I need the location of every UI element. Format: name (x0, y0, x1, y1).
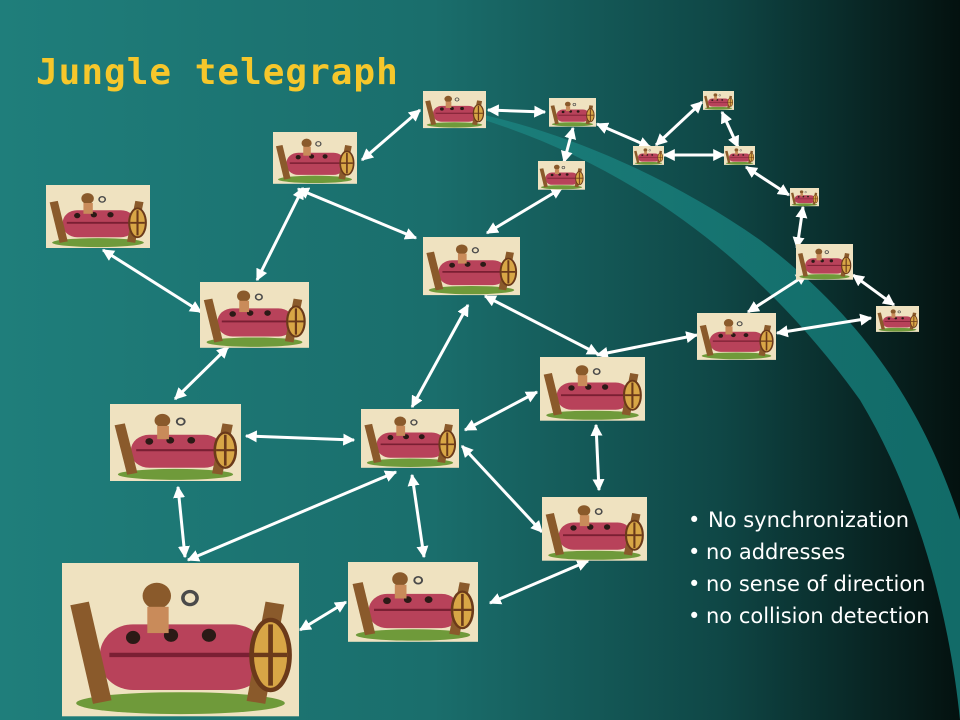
bullet-dot-icon: • (688, 540, 701, 564)
drum-player-icon (875, 305, 920, 333)
drum-player-icon (346, 560, 480, 644)
bullet-text: No synchronization (708, 508, 910, 532)
drum-player-icon (360, 408, 460, 469)
drum-player-icon (108, 402, 243, 483)
drum-player-icon (537, 160, 586, 191)
bullet-item: • No synchronization (686, 504, 956, 536)
drum-player-icon (795, 243, 854, 281)
drum-player-icon (696, 312, 777, 361)
slide-title: Jungle telegraph (36, 52, 399, 93)
bullet-text: no sense of direction (706, 572, 926, 596)
bullet-list: •No synchronization •no addresses •no se… (686, 504, 956, 632)
drum-player-icon (723, 145, 756, 166)
background-swoosh (430, 105, 960, 720)
bullet-dot-icon: • (688, 604, 701, 628)
bullet-dot-icon: • (688, 572, 701, 596)
drum-player-icon (62, 563, 299, 716)
connection-arrows (101, 100, 895, 632)
bullet-dot-icon: • (688, 508, 701, 532)
drum-player-icon (422, 90, 487, 129)
drum-player-icon (198, 280, 311, 349)
drum-player-icon (540, 495, 649, 562)
drum-player-icon (538, 355, 647, 422)
drum-player-icon (422, 236, 521, 297)
bullet-text: no collision detection (706, 604, 930, 628)
drum-player-icon (272, 131, 358, 185)
drum-player-icon (548, 97, 597, 128)
bullet-text: no addresses (706, 540, 846, 564)
bullet-item: •no addresses (686, 536, 956, 568)
bullet-item: •no sense of direction (686, 568, 956, 600)
drum-player-icon (632, 145, 665, 166)
drum-player-icon (702, 90, 735, 111)
drum-player-icon (44, 183, 152, 250)
drum-player-icon (789, 187, 820, 207)
bullet-item: •no collision detection (686, 600, 956, 632)
